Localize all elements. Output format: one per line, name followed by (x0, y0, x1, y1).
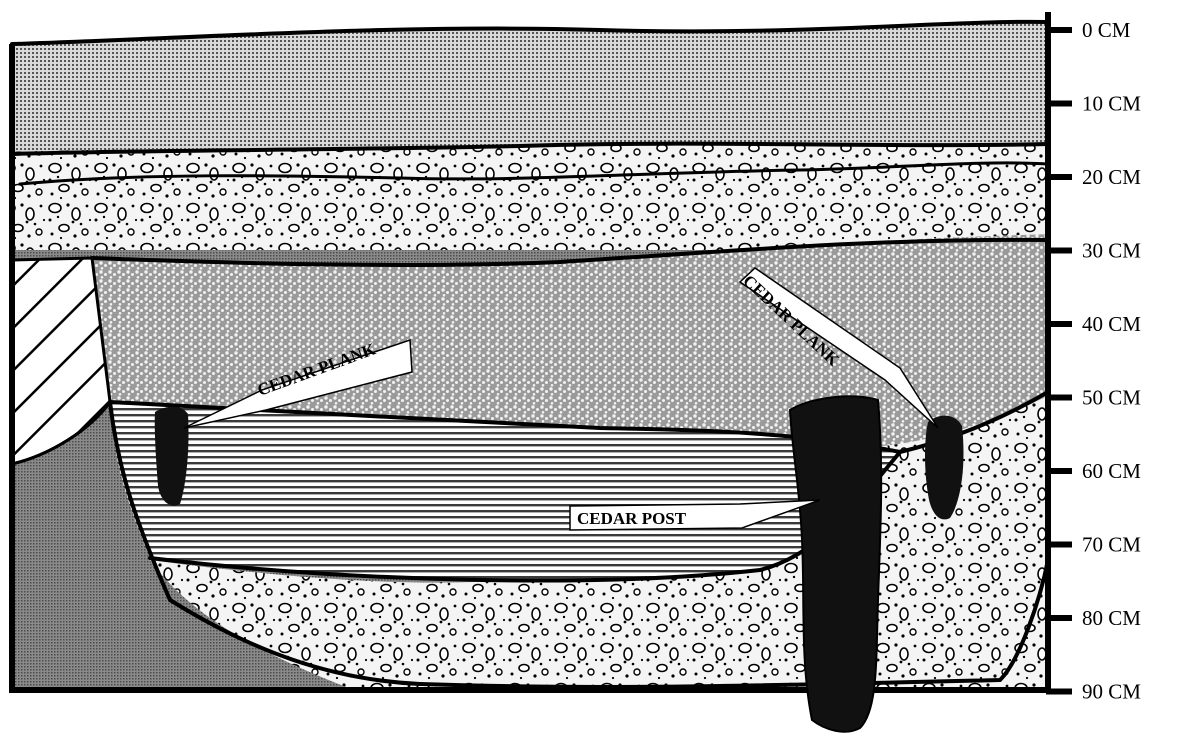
depth-tick-10 (1046, 101, 1072, 107)
depth-label-90: 90 CM (1082, 680, 1141, 704)
depth-label-50: 50 CM (1082, 386, 1141, 410)
depth-label-20: 20 CM (1082, 165, 1141, 189)
depth-tick-20 (1046, 174, 1072, 180)
depth-tick-70 (1046, 542, 1072, 548)
depth-label-10: 10 CM (1082, 92, 1141, 116)
depth-label-60: 60 CM (1082, 459, 1141, 483)
soil-layers (0, 0, 1060, 700)
depth-tick-30 (1046, 248, 1072, 254)
depth-label-70: 70 CM (1082, 533, 1141, 557)
depth-tick-40 (1046, 321, 1072, 327)
depth-tick-50 (1046, 395, 1072, 401)
depth-label-40: 40 CM (1082, 312, 1141, 336)
depth-tick-0 (1046, 27, 1072, 33)
depth-label-0: 0 CM (1082, 18, 1131, 42)
depth-scale: 0 CM 10 CM 20 CM 30 CM 40 CM 50 CM 60 CM 70 CM 8… (1046, 18, 1141, 704)
callout-post-label: CEDAR POST (577, 509, 687, 528)
depth-tick-90 (1046, 689, 1072, 695)
depth-label-30: 30 CM (1082, 239, 1141, 263)
depth-label-80: 80 CM (1082, 606, 1141, 630)
depth-tick-60 (1046, 468, 1072, 474)
depth-tick-80 (1046, 615, 1072, 621)
